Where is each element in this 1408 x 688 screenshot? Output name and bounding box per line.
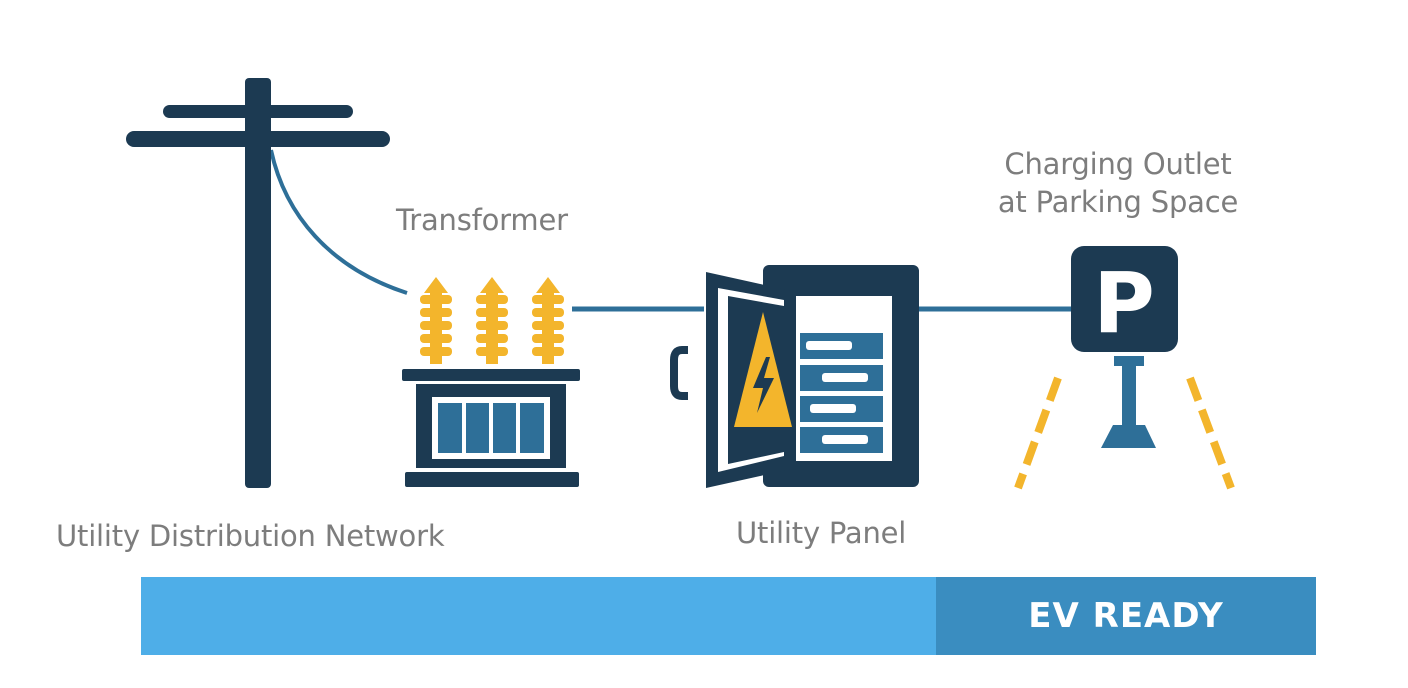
ev-bar-light-segment (141, 577, 936, 655)
parking-sign-icon: P (1071, 246, 1178, 352)
charging-outlet-label: Charging Outlet at Parking Space (968, 145, 1268, 221)
transformer-label: Transformer (396, 203, 568, 237)
transformer-icon (402, 277, 580, 487)
panel-breakers (800, 333, 883, 453)
high-voltage-icon (734, 312, 792, 427)
ev-ready-text: EV READY (1028, 596, 1224, 636)
utility-panel-label: Utility Panel (736, 516, 907, 550)
parking-lane-lines-icon (1014, 376, 1235, 490)
utility-pole-icon (126, 78, 390, 488)
parking-sign-letter: P (1093, 254, 1155, 352)
utility-panel-icon (670, 265, 919, 488)
power-lines (269, 149, 1075, 312)
charging-outlet-label-line1: Charging Outlet (1004, 147, 1232, 181)
charging-outlet-label-line2: at Parking Space (997, 185, 1239, 219)
transformer-bushings (420, 277, 564, 364)
charging-post-icon (1101, 356, 1156, 448)
ev-bar-dark-segment: EV READY (936, 577, 1316, 655)
ev-ready-bar: EV READY (141, 577, 1316, 655)
utility-distribution-network-label: Utility Distribution Network (56, 519, 445, 553)
wire-pole-to-transformer (269, 149, 408, 295)
